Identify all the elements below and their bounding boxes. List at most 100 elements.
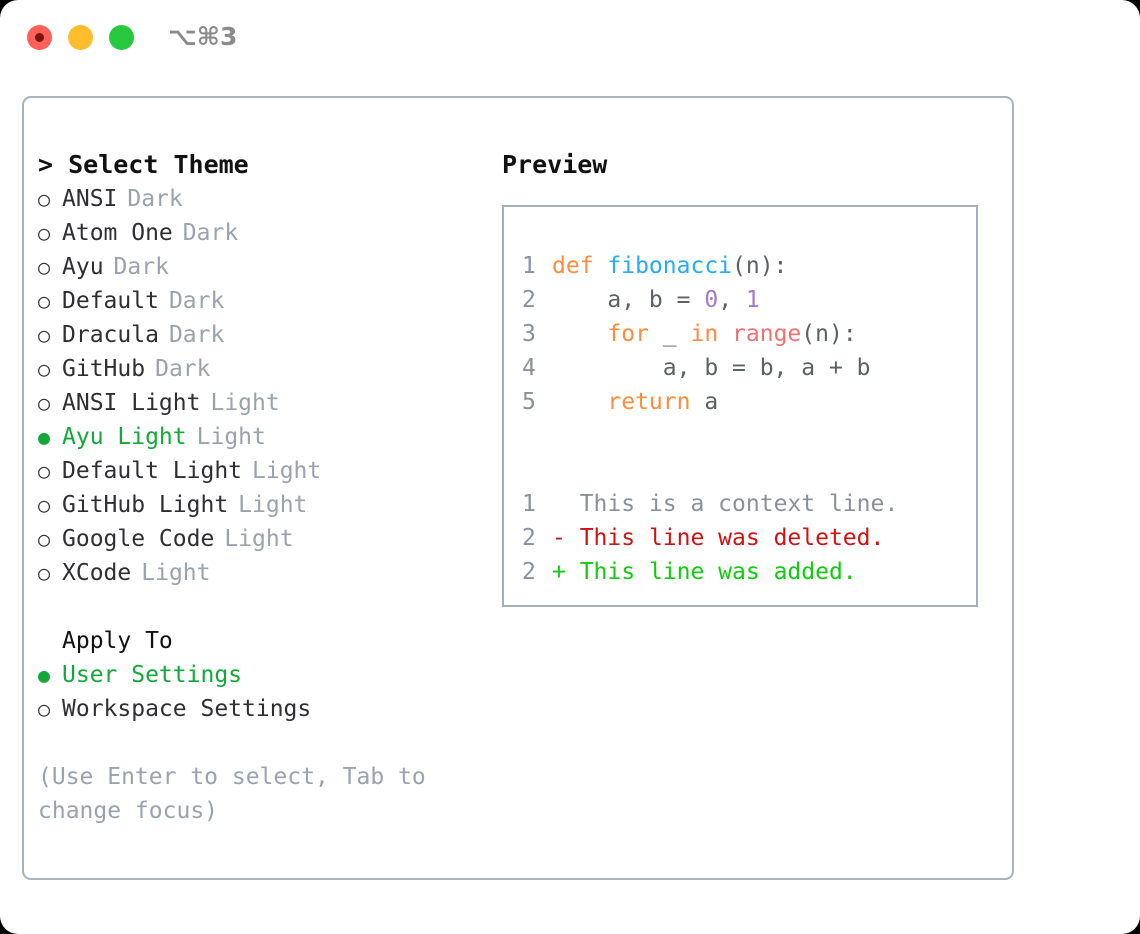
radio-selected-icon: ● [38, 663, 51, 687]
token-kw: in [690, 321, 733, 347]
title-bar: ⌥⌘3 [0, 0, 1140, 78]
theme-variant-tag: Light [141, 560, 211, 586]
token-plain: a, b = [552, 287, 705, 313]
theme-option-ayu-light[interactable]: ● Ayu Light Light [38, 420, 478, 454]
code-line: 3 for _ in range(n): [522, 317, 976, 351]
line-number: 1 [522, 491, 536, 517]
token-plain: (n): [801, 321, 857, 347]
line-number: 5 [522, 389, 536, 415]
token-num: 0 [704, 287, 719, 313]
code-line: 4 a, b = b, a + b [522, 351, 976, 385]
theme-variant-tag: Light [224, 526, 294, 552]
radio-unselected-icon: ○ [38, 697, 51, 721]
theme-option-label: Atom One [62, 220, 173, 246]
theme-option-label: ANSI Light [62, 390, 201, 416]
theme-option-ayu[interactable]: ○ Ayu Dark [38, 250, 478, 284]
apply-to-option-workspace-settings[interactable]: ○ Workspace Settings [38, 692, 478, 726]
theme-option-default[interactable]: ○ Default Dark [38, 284, 478, 318]
diff-text: This is a context line. [579, 491, 899, 517]
radio-unselected-icon: ○ [38, 255, 51, 279]
radio-unselected-icon: ○ [38, 527, 51, 551]
diff-block: 1 This is a context line.2- This line wa… [522, 487, 976, 589]
theme-option-atom-one[interactable]: ○ Atom One Dark [38, 216, 478, 250]
theme-variant-tag: Light [252, 458, 322, 484]
select-theme-heading: > Select Theme [38, 150, 249, 179]
theme-option-github[interactable]: ○ GitHub Dark [38, 352, 478, 386]
diff-content-del: - This line was deleted. [552, 521, 884, 555]
theme-option-label: Dracula [62, 322, 159, 348]
theme-variant-tag: Dark [168, 288, 225, 314]
preview-title: Preview [502, 150, 608, 179]
diff-line: 2- This line was deleted. [522, 521, 976, 555]
theme-option-label: Ayu [62, 254, 104, 280]
diff-sign: + [552, 559, 580, 585]
token-plain: _ [648, 321, 691, 347]
theme-variant-tag: Dark [168, 322, 225, 348]
theme-variant-tag: Dark [113, 254, 169, 280]
diff-line: 1 This is a context line. [522, 487, 976, 521]
code-content: a, b = 0, 1 [552, 283, 759, 317]
theme-variant-tag: Dark [127, 186, 183, 212]
apply-to-option-user-settings[interactable]: ● User Settings [38, 658, 478, 692]
close-button[interactable] [27, 25, 52, 50]
theme-option-label: GitHub Light [62, 492, 229, 518]
diff-content-add: + This line was added. [552, 555, 857, 589]
token-plain: a [690, 389, 719, 415]
token-plain: , [718, 287, 746, 313]
traffic-lights [27, 25, 134, 50]
keyboard-hint-text: (Use Enter to select, Tab to change focu… [38, 764, 426, 824]
radio-unselected-icon: ○ [38, 221, 51, 245]
theme-option-ansi-light[interactable]: ○ ANSI Light Light [38, 386, 478, 420]
radio-selected-icon: ● [38, 425, 51, 449]
theme-option-label: Ayu Light [62, 424, 187, 450]
minimize-button[interactable] [68, 25, 93, 50]
line-number: 1 [522, 253, 536, 279]
diff-sign [552, 491, 580, 517]
apply-to-option-label: User Settings [62, 662, 243, 688]
line-number: 3 [522, 321, 536, 347]
theme-option-label: GitHub [62, 356, 146, 382]
theme-option-label: Default Light [62, 458, 243, 484]
diff-text: This line was deleted. [579, 525, 885, 551]
theme-option-label: XCode [62, 560, 132, 586]
maximize-button[interactable] [109, 25, 134, 50]
theme-option-label: Default [62, 288, 159, 314]
token-plain: a, b = b, a + b [552, 355, 871, 381]
theme-variant-tag: Dark [182, 220, 239, 246]
theme-option-google-code[interactable]: ○ Google Code Light [38, 522, 478, 556]
theme-variant-tag: Dark [155, 356, 211, 382]
theme-option-label: ANSI [62, 186, 118, 212]
theme-option-ansi[interactable]: ○ ANSI Dark [38, 182, 478, 216]
token-kw: return [552, 389, 691, 415]
diff-content-ctx: This is a context line. [552, 487, 899, 521]
line-number: 2 [522, 525, 536, 551]
theme-variant-tag: Light [210, 390, 280, 416]
token-kw: for [552, 321, 649, 347]
theme-variant-tag: Light [238, 492, 308, 518]
apply-to-list: ● User Settings ○ Workspace Settings [38, 658, 478, 726]
theme-option-label: Google Code [62, 526, 215, 552]
apply-to-option-label: Workspace Settings [62, 696, 312, 722]
diff-sign: - [552, 525, 580, 551]
token-kw: def [552, 253, 608, 279]
radio-unselected-icon: ○ [38, 289, 51, 313]
theme-variant-tag: Light [196, 424, 266, 450]
line-number: 2 [522, 559, 536, 585]
keyboard-shortcut-label: ⌥⌘3 [168, 22, 238, 51]
radio-unselected-icon: ○ [38, 391, 51, 415]
token-plain: (n): [732, 253, 788, 279]
radio-unselected-icon: ○ [38, 187, 51, 211]
diff-text: This line was added. [579, 559, 857, 585]
radio-unselected-icon: ○ [38, 357, 51, 381]
